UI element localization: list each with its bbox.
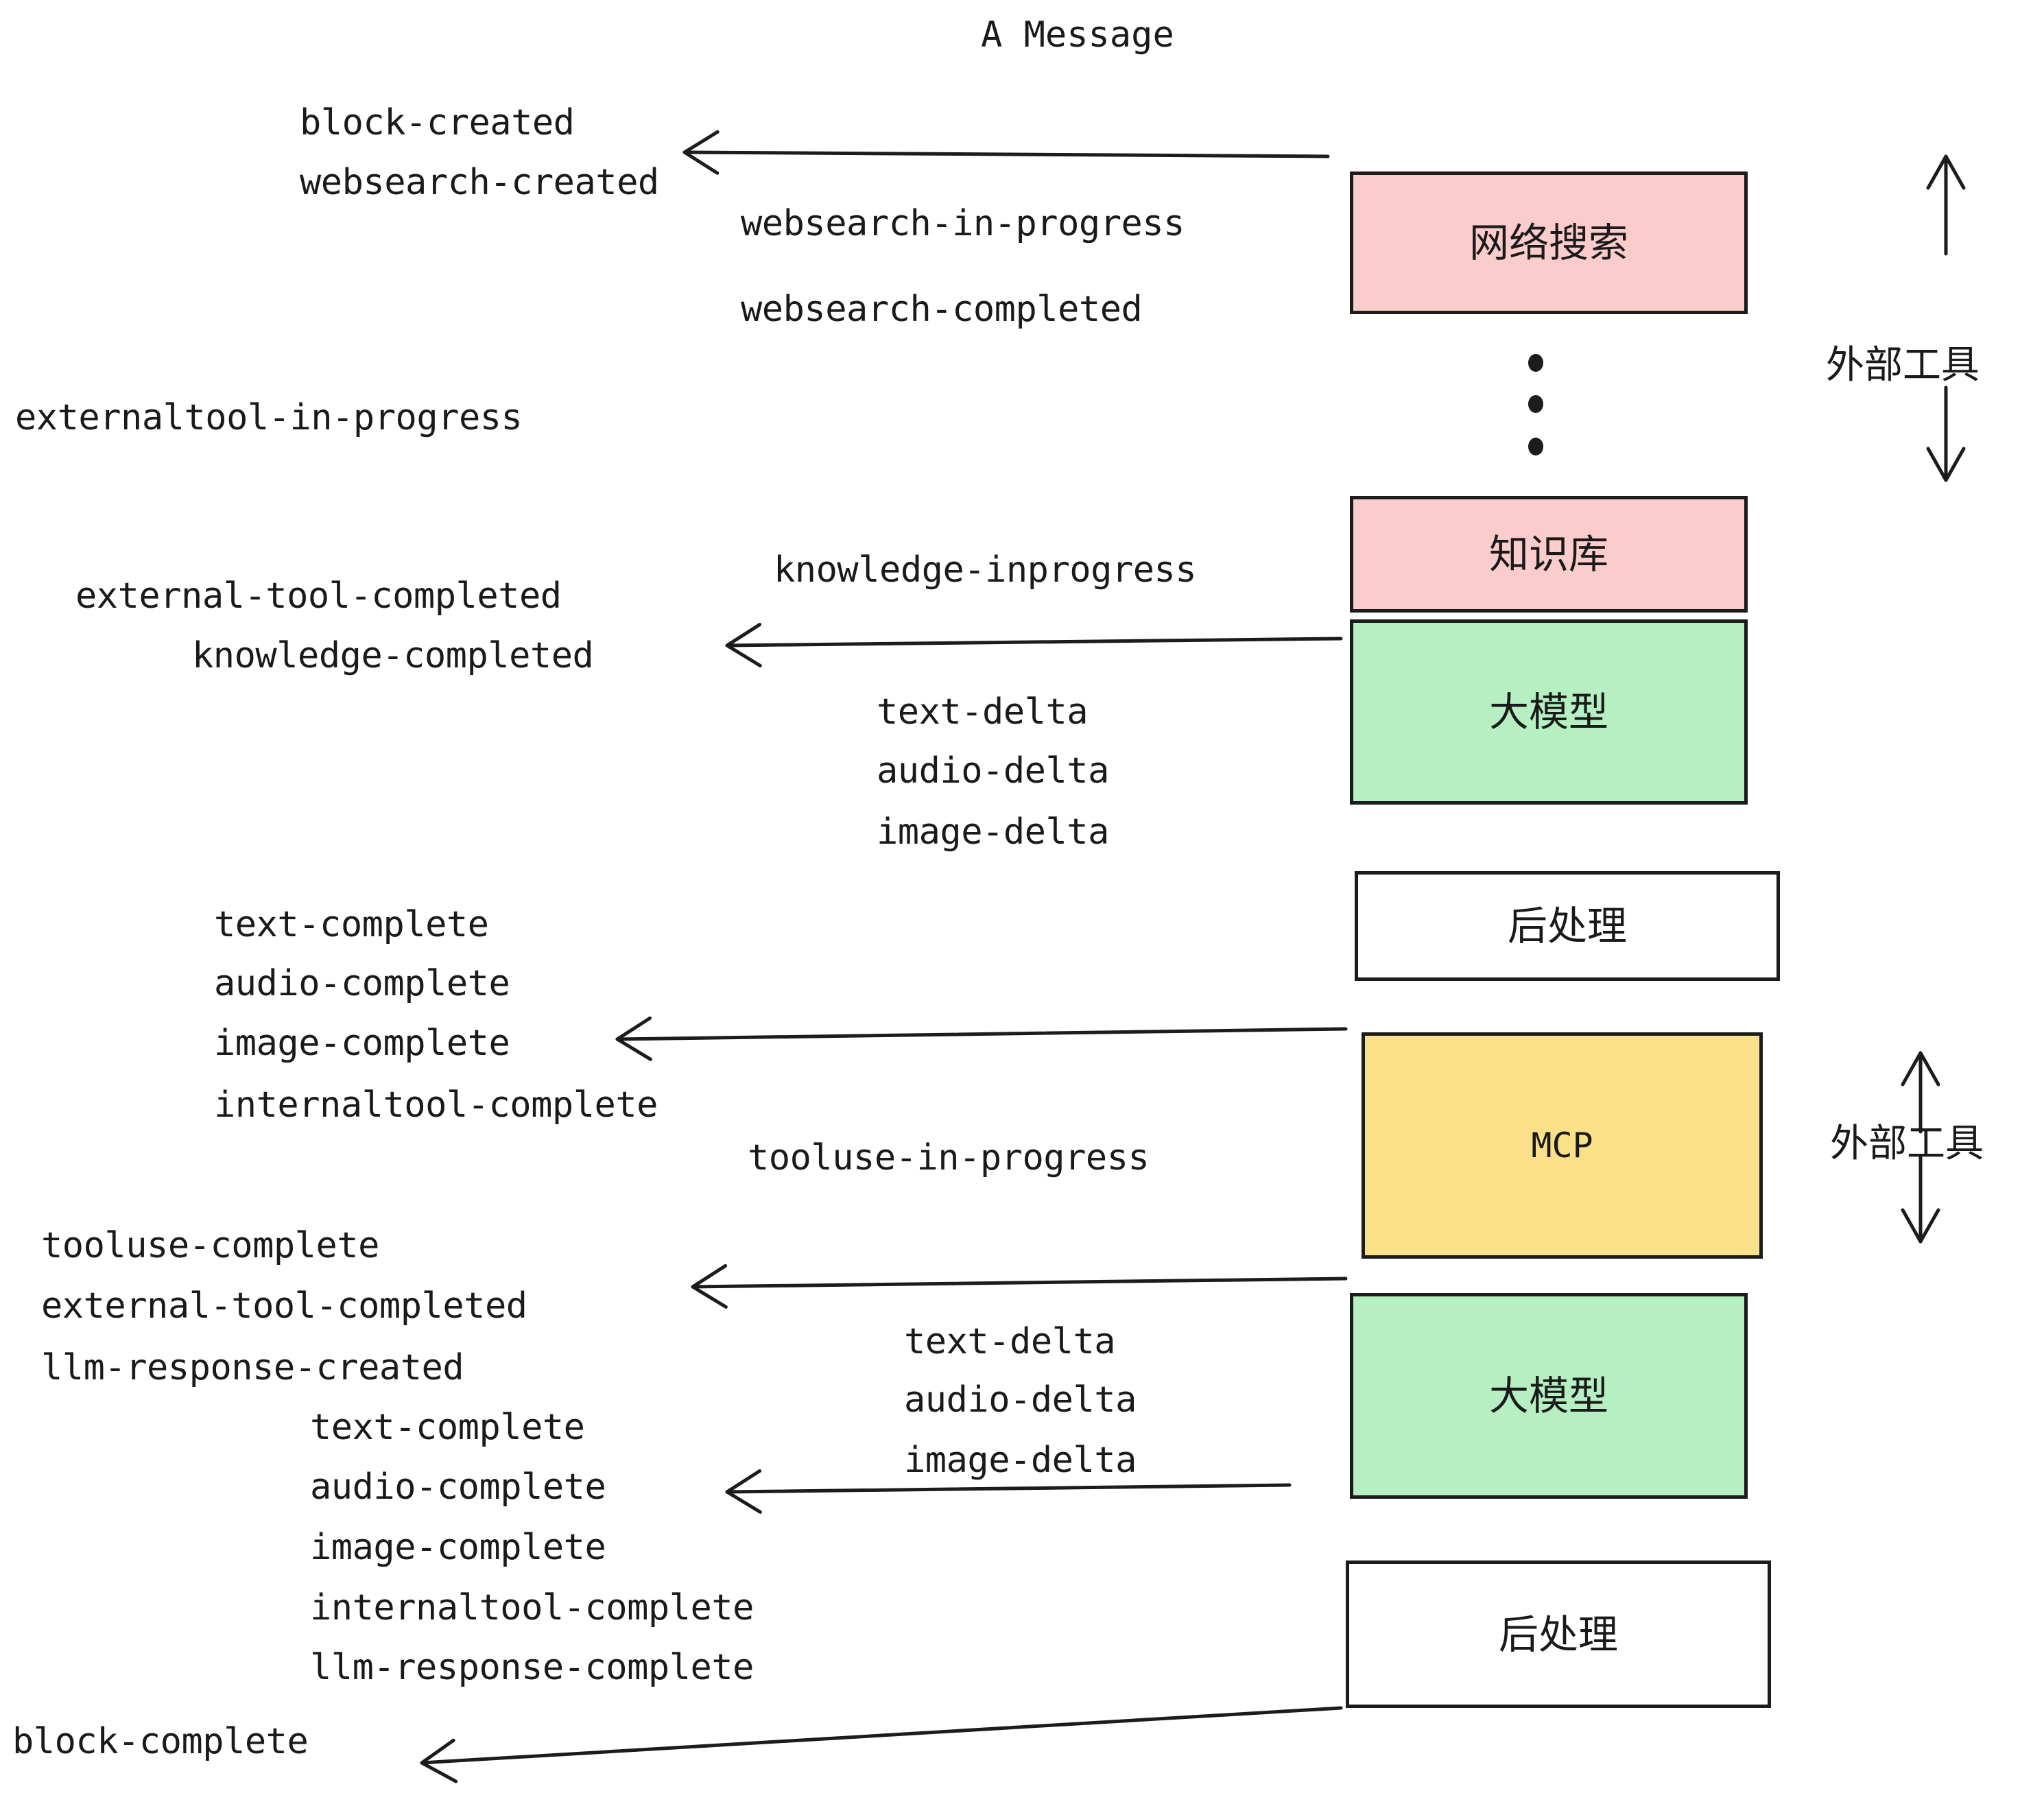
event-label: internaltool-complete	[214, 1084, 658, 1126]
node-label-mcp: MCP	[1531, 1126, 1593, 1165]
event-label: audio-complete	[310, 1467, 606, 1508]
event-label: external-tool-completed	[75, 575, 562, 617]
event-label: websearch-created	[300, 162, 659, 203]
event-label: image-complete	[214, 1023, 510, 1064]
external-tool-completed-arrow	[691, 1263, 1348, 1309]
node-box-post2[interactable]: 后处理	[1346, 1560, 1771, 1708]
event-label: external-tool-completed	[41, 1285, 527, 1327]
knowledge-completed-arrow	[725, 622, 1343, 667]
event-label: websearch-completed	[741, 289, 1143, 330]
node-box-knowledge[interactable]: 知识库	[1350, 496, 1748, 613]
ellipsis-dot	[1528, 354, 1543, 372]
page-title: A Message	[981, 14, 1174, 56]
event-label: text-complete	[214, 904, 489, 945]
event-label: internaltool-complete	[310, 1587, 754, 1628]
node-box-mcp[interactable]: MCP	[1362, 1032, 1763, 1259]
event-label: tooluse-in-progress	[748, 1137, 1150, 1178]
websearch-created-arrow	[682, 130, 1330, 175]
bracket-label-external-tool: 外部工具	[1830, 1121, 1984, 1166]
event-label: audio-delta	[877, 750, 1109, 792]
node-label-websearch: 网络搜索	[1469, 219, 1628, 266]
event-label: audio-complete	[214, 963, 510, 1004]
ellipsis-dot	[1528, 395, 1543, 413]
bracket-label-external-tool: 外部工具	[1826, 343, 1980, 388]
node-label-llm2: 大模型	[1488, 1373, 1608, 1419]
event-label: externaltool-in-progress	[15, 397, 523, 438]
event-label: tooluse-complete	[41, 1225, 379, 1266]
ellipsis-dot	[1528, 438, 1543, 455]
node-label-post1: 后处理	[1507, 903, 1627, 949]
node-label-post2: 后处理	[1498, 1611, 1618, 1658]
node-box-llm2[interactable]: 大模型	[1350, 1293, 1748, 1499]
event-label: llm-response-created	[41, 1347, 464, 1388]
event-label: image-delta	[904, 1440, 1137, 1481]
event-label: text-complete	[310, 1407, 585, 1448]
node-label-knowledge: 知识库	[1488, 531, 1608, 578]
node-box-websearch[interactable]: 网络搜索	[1350, 171, 1748, 314]
event-label: image-complete	[310, 1527, 606, 1568]
event-label: image-delta	[877, 811, 1109, 853]
node-box-post1[interactable]: 后处理	[1355, 871, 1780, 981]
event-label: audio-delta	[904, 1379, 1137, 1421]
event-label: llm-response-complete	[310, 1647, 754, 1688]
event-label: block-complete	[12, 1721, 309, 1762]
event-label: websearch-in-progress	[741, 203, 1185, 244]
event-label: knowledge-completed	[192, 635, 594, 676]
event-label: block-created	[300, 102, 575, 143]
block-complete-arrow	[420, 1706, 1343, 1783]
external-tool-bracket-1	[1926, 154, 1966, 482]
image-complete-arrow	[615, 1016, 1348, 1061]
event-label: knowledge-inprogress	[774, 549, 1197, 591]
node-label-llm1: 大模型	[1488, 689, 1608, 735]
node-box-llm1[interactable]: 大模型	[1350, 619, 1748, 805]
event-label: text-delta	[904, 1321, 1116, 1362]
event-label: text-delta	[877, 691, 1089, 733]
